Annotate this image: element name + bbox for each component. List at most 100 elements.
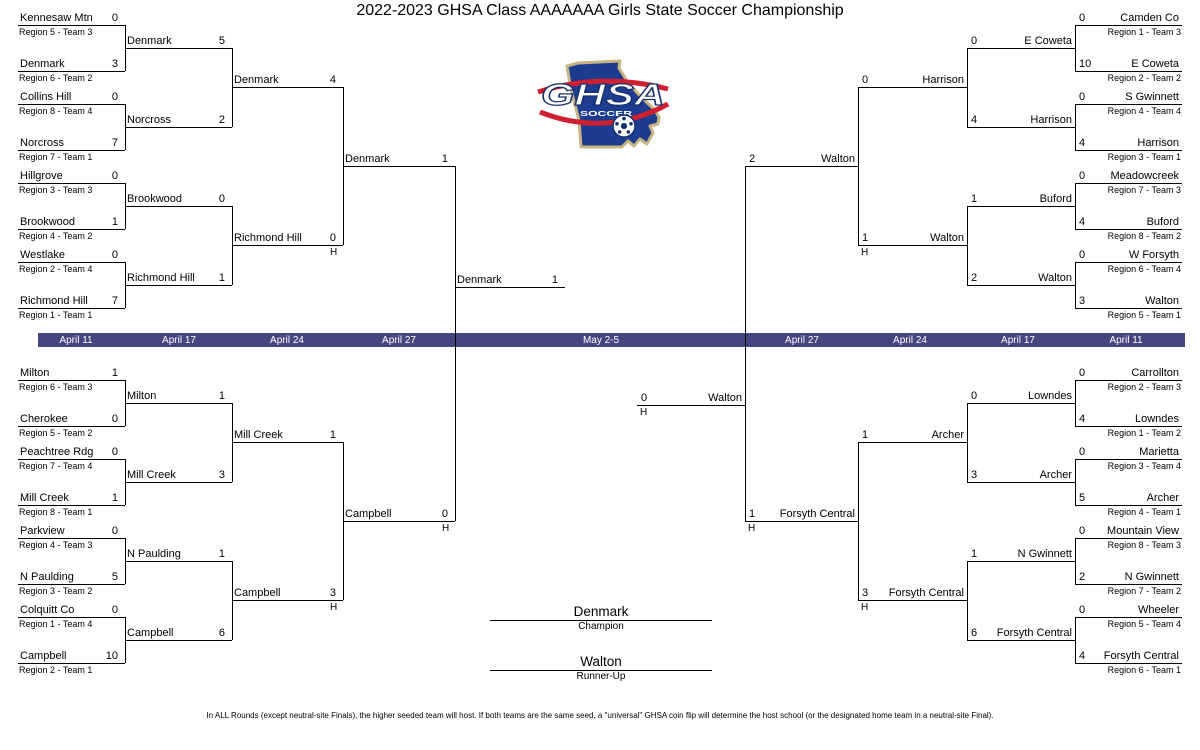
team-name: Harrison <box>922 74 964 86</box>
team-score: 10 <box>1079 58 1092 70</box>
team-name: Wheeler <box>1138 604 1179 616</box>
bracket-line <box>1075 183 1182 184</box>
bracket-line <box>1075 617 1076 663</box>
page-title: 2022-2023 GHSA Class AAAAAAA Girls State… <box>356 2 844 19</box>
bracket-line <box>125 127 232 128</box>
team-name: Forsyth Central <box>888 587 964 599</box>
region-label: Region 7 - Team 4 <box>19 461 93 471</box>
team-name: Mill Creek <box>127 469 176 481</box>
bracket-line <box>1075 104 1182 105</box>
team-name: Walton <box>821 153 855 165</box>
bracket-line <box>125 48 232 49</box>
team-score: 4 <box>1079 650 1086 662</box>
team-name: Walton <box>708 392 742 404</box>
team-score: 3 <box>862 587 869 599</box>
region-label: Region 3 - Team 4 <box>1107 461 1181 471</box>
team-score: 5 <box>1079 492 1086 504</box>
team-name: Harrison <box>1030 114 1072 126</box>
team-score: 0 <box>111 446 118 458</box>
team-score: 0 <box>218 193 225 205</box>
date-label: April 11 <box>1109 335 1143 346</box>
team-name: Carrollton <box>1131 367 1179 379</box>
team-name: Denmark <box>345 153 390 165</box>
region-label: Region 7 - Team 2 <box>1107 586 1181 596</box>
team-score: 0 <box>111 170 118 182</box>
team-name: Marietta <box>1139 446 1179 458</box>
soccer-ball-icon <box>612 114 636 138</box>
date-label: April 27 <box>785 335 819 346</box>
bracket-line <box>18 538 125 539</box>
team-name: E Coweta <box>1131 58 1179 70</box>
team-score: 1 <box>218 548 225 560</box>
team-score: 0 <box>1079 525 1086 537</box>
match-row: 5 Archer <box>1076 492 1181 504</box>
bracket-line <box>18 262 125 263</box>
bracket-line <box>967 482 1075 483</box>
team-score: 1 <box>749 508 756 520</box>
team-score: 1 <box>551 274 558 286</box>
region-label: Region 3 - Team 1 <box>1107 152 1181 162</box>
team-score: 0 <box>111 413 118 425</box>
team-score: 0 <box>971 35 978 47</box>
bracket-line <box>1075 71 1182 72</box>
host-marker: H <box>442 523 450 534</box>
team-name: Campbell <box>20 650 67 662</box>
team-score: 3 <box>971 469 978 481</box>
champion-block: Denmark Champion <box>490 603 712 633</box>
team-name: Archer <box>1146 492 1179 504</box>
bracket-line <box>343 166 455 167</box>
team-score: 0 <box>1079 446 1086 458</box>
team-score: 0 <box>1079 12 1086 24</box>
region-label: Region 2 - Team 4 <box>19 264 93 274</box>
date-label: April 17 <box>1001 335 1035 346</box>
bracket-line <box>967 285 1075 286</box>
champion-label: Champion <box>578 621 624 632</box>
team-name: N Gwinnett <box>1124 571 1179 583</box>
region-label: Region 1 - Team 4 <box>19 619 93 629</box>
date-label: April 11 <box>59 335 93 346</box>
team-name: Colquitt Co <box>20 604 75 616</box>
team-score: 1 <box>111 367 118 379</box>
bracket-line <box>745 166 858 167</box>
team-score: 0 <box>1079 170 1086 182</box>
bracket-line <box>967 561 968 640</box>
team-score: 4 <box>1079 216 1086 228</box>
team-name: Lowndes <box>1027 390 1072 402</box>
hosting-note: In ALL Rounds (except neutral-site Final… <box>206 711 994 720</box>
bracket-line <box>967 48 968 127</box>
bracket-line <box>232 87 343 88</box>
team-score: 0 <box>1079 367 1086 379</box>
team-score: 0 <box>111 604 118 616</box>
team-name: Milton <box>20 367 50 379</box>
team-name: Hillgrove <box>20 170 63 182</box>
region-label: Region 4 - Team 4 <box>1107 106 1181 116</box>
bracket-line <box>745 166 746 521</box>
bracket-line <box>18 459 125 460</box>
host-marker: H <box>330 602 338 613</box>
region-label: Region 8 - Team 4 <box>19 106 93 116</box>
team-name: Denmark <box>20 58 65 70</box>
team-score: 2 <box>1079 571 1086 583</box>
bracket-line <box>1075 104 1076 150</box>
bracket-line <box>967 206 1075 207</box>
bracket-line <box>1075 459 1076 505</box>
bracket-line <box>1075 538 1076 584</box>
region-label: Region 5 - Team 4 <box>1107 619 1181 629</box>
